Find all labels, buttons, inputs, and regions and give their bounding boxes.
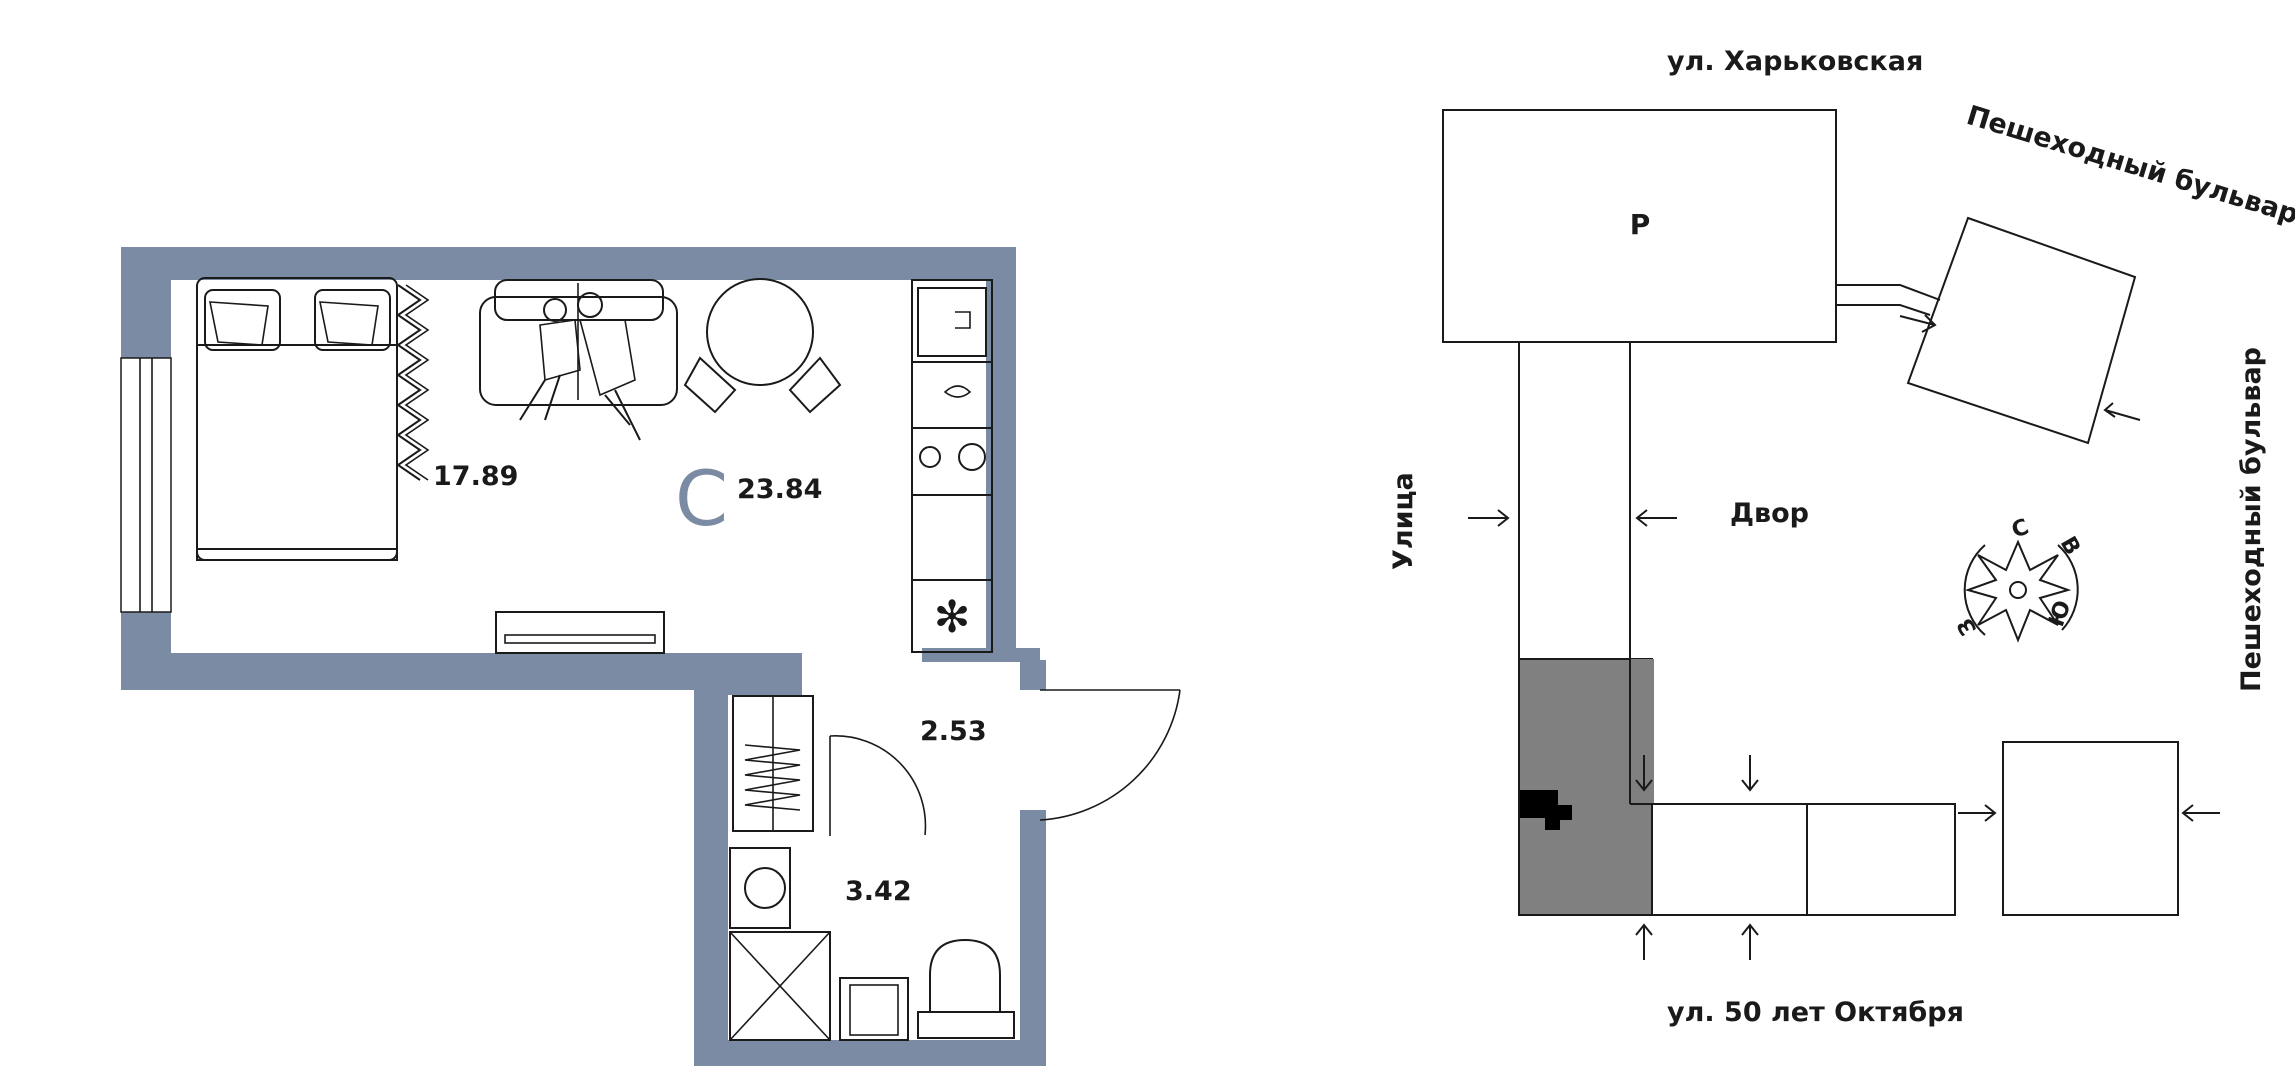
apartment-walls bbox=[121, 247, 1046, 1066]
bed bbox=[196, 277, 398, 561]
courtyard-label: Двор bbox=[1730, 498, 1809, 529]
compass: С В Ю З bbox=[1953, 515, 2085, 643]
hall-area-label: 2.53 bbox=[920, 716, 987, 747]
site-plan: Р bbox=[1388, 46, 2295, 1028]
shower bbox=[729, 931, 831, 1041]
building-block-small bbox=[2002, 741, 2179, 916]
boulevard-top-label: Пешеходный бульвар bbox=[1963, 100, 2295, 231]
living-area-label: 17.89 bbox=[433, 461, 518, 492]
parking-label: Р bbox=[1630, 208, 1651, 241]
toilet bbox=[917, 938, 1015, 1039]
apartment-marker bbox=[1520, 790, 1572, 830]
apartment-type-label: С bbox=[675, 454, 728, 543]
rug bbox=[396, 284, 422, 481]
apartment-plan: ✻ bbox=[120, 247, 1181, 1066]
boulevard-right-label: Пешеходный бульвар bbox=[2236, 347, 2267, 692]
washing-machine bbox=[729, 847, 791, 929]
parking-block bbox=[1442, 109, 1837, 343]
bathroom-area-label: 3.42 bbox=[845, 876, 912, 907]
building-wing-horizontal-1 bbox=[1651, 803, 1808, 916]
window bbox=[120, 357, 172, 613]
building-rotated bbox=[1906, 216, 2137, 445]
total-area-label: 23.84 bbox=[737, 474, 822, 505]
street-left-label: Улица bbox=[1388, 472, 1419, 570]
tv-stand bbox=[495, 611, 665, 654]
street-top-label: ул. Харьковская bbox=[1667, 46, 1923, 77]
entrance-door bbox=[1039, 689, 1181, 821]
dining-table bbox=[683, 278, 842, 414]
building-wing-horizontal-2 bbox=[1806, 803, 1956, 916]
street-bottom-label: ул. 50 лет Октября bbox=[1667, 997, 1964, 1028]
sink bbox=[839, 977, 909, 1041]
compass-east: В bbox=[2055, 533, 2085, 560]
bathroom-door bbox=[829, 735, 927, 836]
entrance-arrows bbox=[1468, 314, 2220, 960]
kitchen: ✻ bbox=[911, 279, 993, 653]
sofa bbox=[479, 279, 678, 441]
compass-north: С bbox=[2009, 515, 2033, 544]
compass-west: З bbox=[1953, 613, 1982, 639]
building-wing-vertical bbox=[1518, 341, 1631, 660]
svg-text:✻: ✻ bbox=[934, 592, 971, 643]
compass-south: Ю bbox=[2044, 597, 2076, 630]
wardrobe bbox=[732, 695, 814, 832]
